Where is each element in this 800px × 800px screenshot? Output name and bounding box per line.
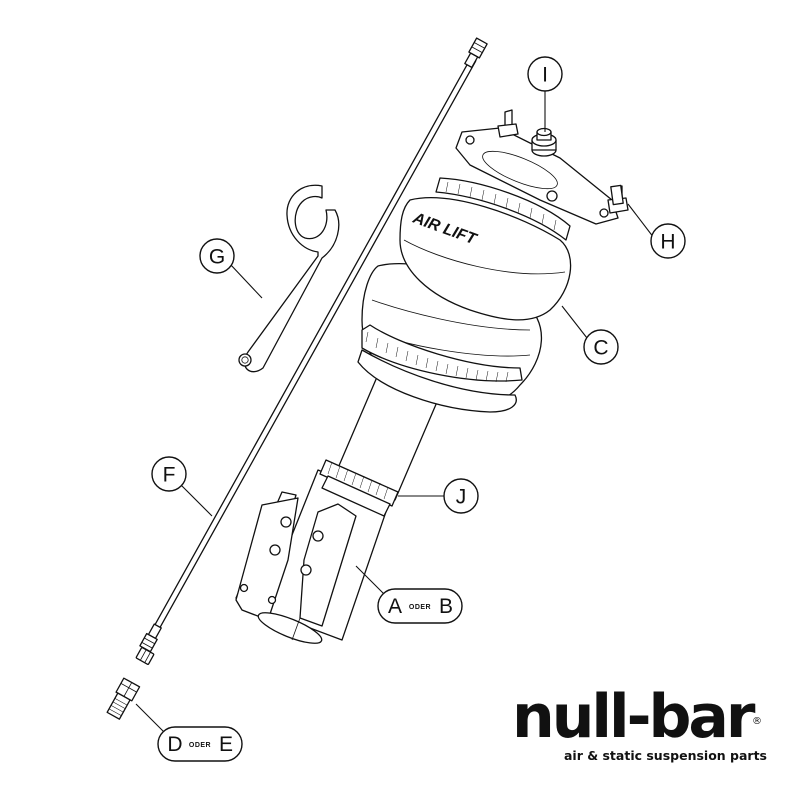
svg-text:G: G [209,246,225,269]
spanner-wrench-g [238,184,340,373]
callout-a-oder-b: A ODER B [377,588,463,624]
leader-f [179,483,213,517]
svg-text:I: I [542,64,548,87]
valve-fitting-i [531,127,557,157]
svg-text:J: J [456,486,467,509]
top-mount-plate [455,109,629,225]
callout-c: C [583,329,619,365]
callout-e-label: E [219,733,233,756]
oder-label-ab: ODER [409,604,431,611]
callout-f: F [151,456,187,492]
callout-h: H [650,223,686,259]
logo-registered-mark: ® [752,716,762,727]
oder-label-de: ODER [189,742,211,749]
leader-de [135,703,167,735]
svg-text:C: C [593,337,608,360]
callout-i: I [527,56,563,92]
null-bar-logo: null-bar ® air & static suspension parts [512,682,767,763]
logo-wordmark: null-bar [512,682,756,752]
svg-text:H: H [660,231,675,254]
callout-a-label: A [388,595,402,618]
leader-g [229,263,263,299]
leader-h [627,203,655,239]
svg-text:F: F [163,464,176,487]
callout-b-label: B [439,595,453,618]
air-line-hose-f [135,37,488,665]
logo-tagline: air & static suspension parts [564,748,767,763]
callout-j: J [443,478,479,514]
leader-ab [355,565,389,599]
mount-stud-h [610,184,624,206]
callout-d-oder-e: D ODER E [157,726,243,762]
callout-g: G [199,238,235,274]
leader-c [561,305,588,339]
strut-lower-body-a-or-b [235,369,441,644]
callout-d-label: D [167,733,182,756]
collar-nut-j [319,459,399,517]
air-bag-c: AIR LIFT [357,177,572,413]
fitting-d-or-e [106,677,141,720]
